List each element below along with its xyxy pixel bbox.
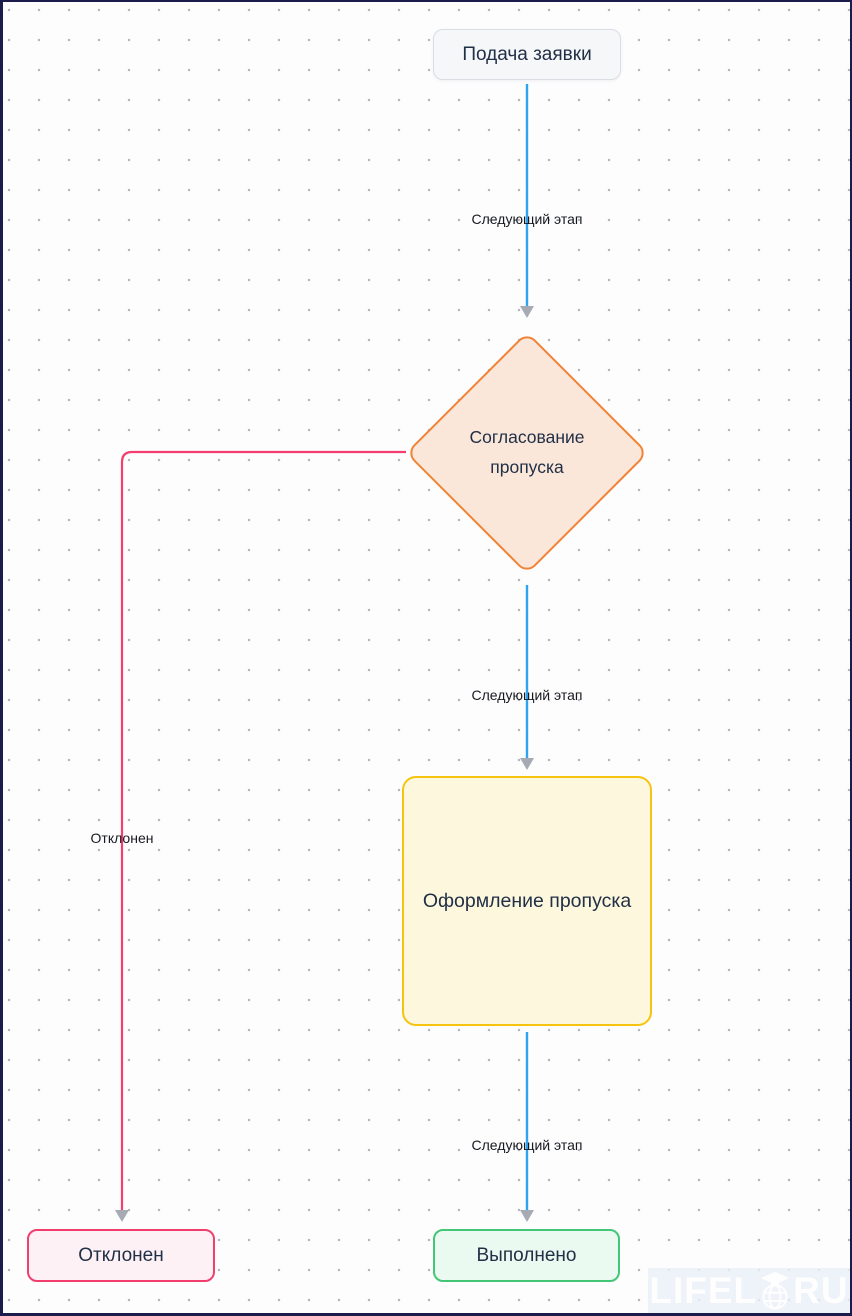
arrow-down-icon xyxy=(520,306,534,318)
arrow-down-icon xyxy=(520,1210,534,1222)
watermark-logo: LIFEL RU xyxy=(648,1268,850,1313)
arrow-down-icon xyxy=(520,758,534,770)
watermark-text-right: RU xyxy=(793,1270,849,1311)
edge-label-rejected: Отклонен xyxy=(90,830,154,846)
edge-label-next-stage-3: Следующий этап xyxy=(471,1137,583,1153)
edge-decision-to-rejected xyxy=(120,450,406,1210)
node-process-label: Оформление пропуска xyxy=(422,889,632,912)
node-process: Оформление пропуска xyxy=(402,776,652,1026)
globe-graduation-cap-icon xyxy=(760,1271,790,1309)
arrow-down-icon xyxy=(115,1210,129,1222)
node-start: Подача заявки xyxy=(433,29,621,80)
edge-label-next-stage-2: Следующий этап xyxy=(471,687,583,703)
node-rejected-label: Отклонен xyxy=(78,1244,164,1266)
edge-label-next-stage-1: Следующий этап xyxy=(471,211,583,227)
node-decision-label: Согласование пропуска xyxy=(469,427,585,477)
node-done-label: Выполнено xyxy=(476,1244,577,1266)
node-done: Выполнено xyxy=(433,1229,620,1282)
node-start-label: Подача заявки xyxy=(462,43,592,65)
node-rejected: Отклонен xyxy=(27,1229,215,1282)
watermark-text-left: LIFEL xyxy=(649,1270,758,1311)
